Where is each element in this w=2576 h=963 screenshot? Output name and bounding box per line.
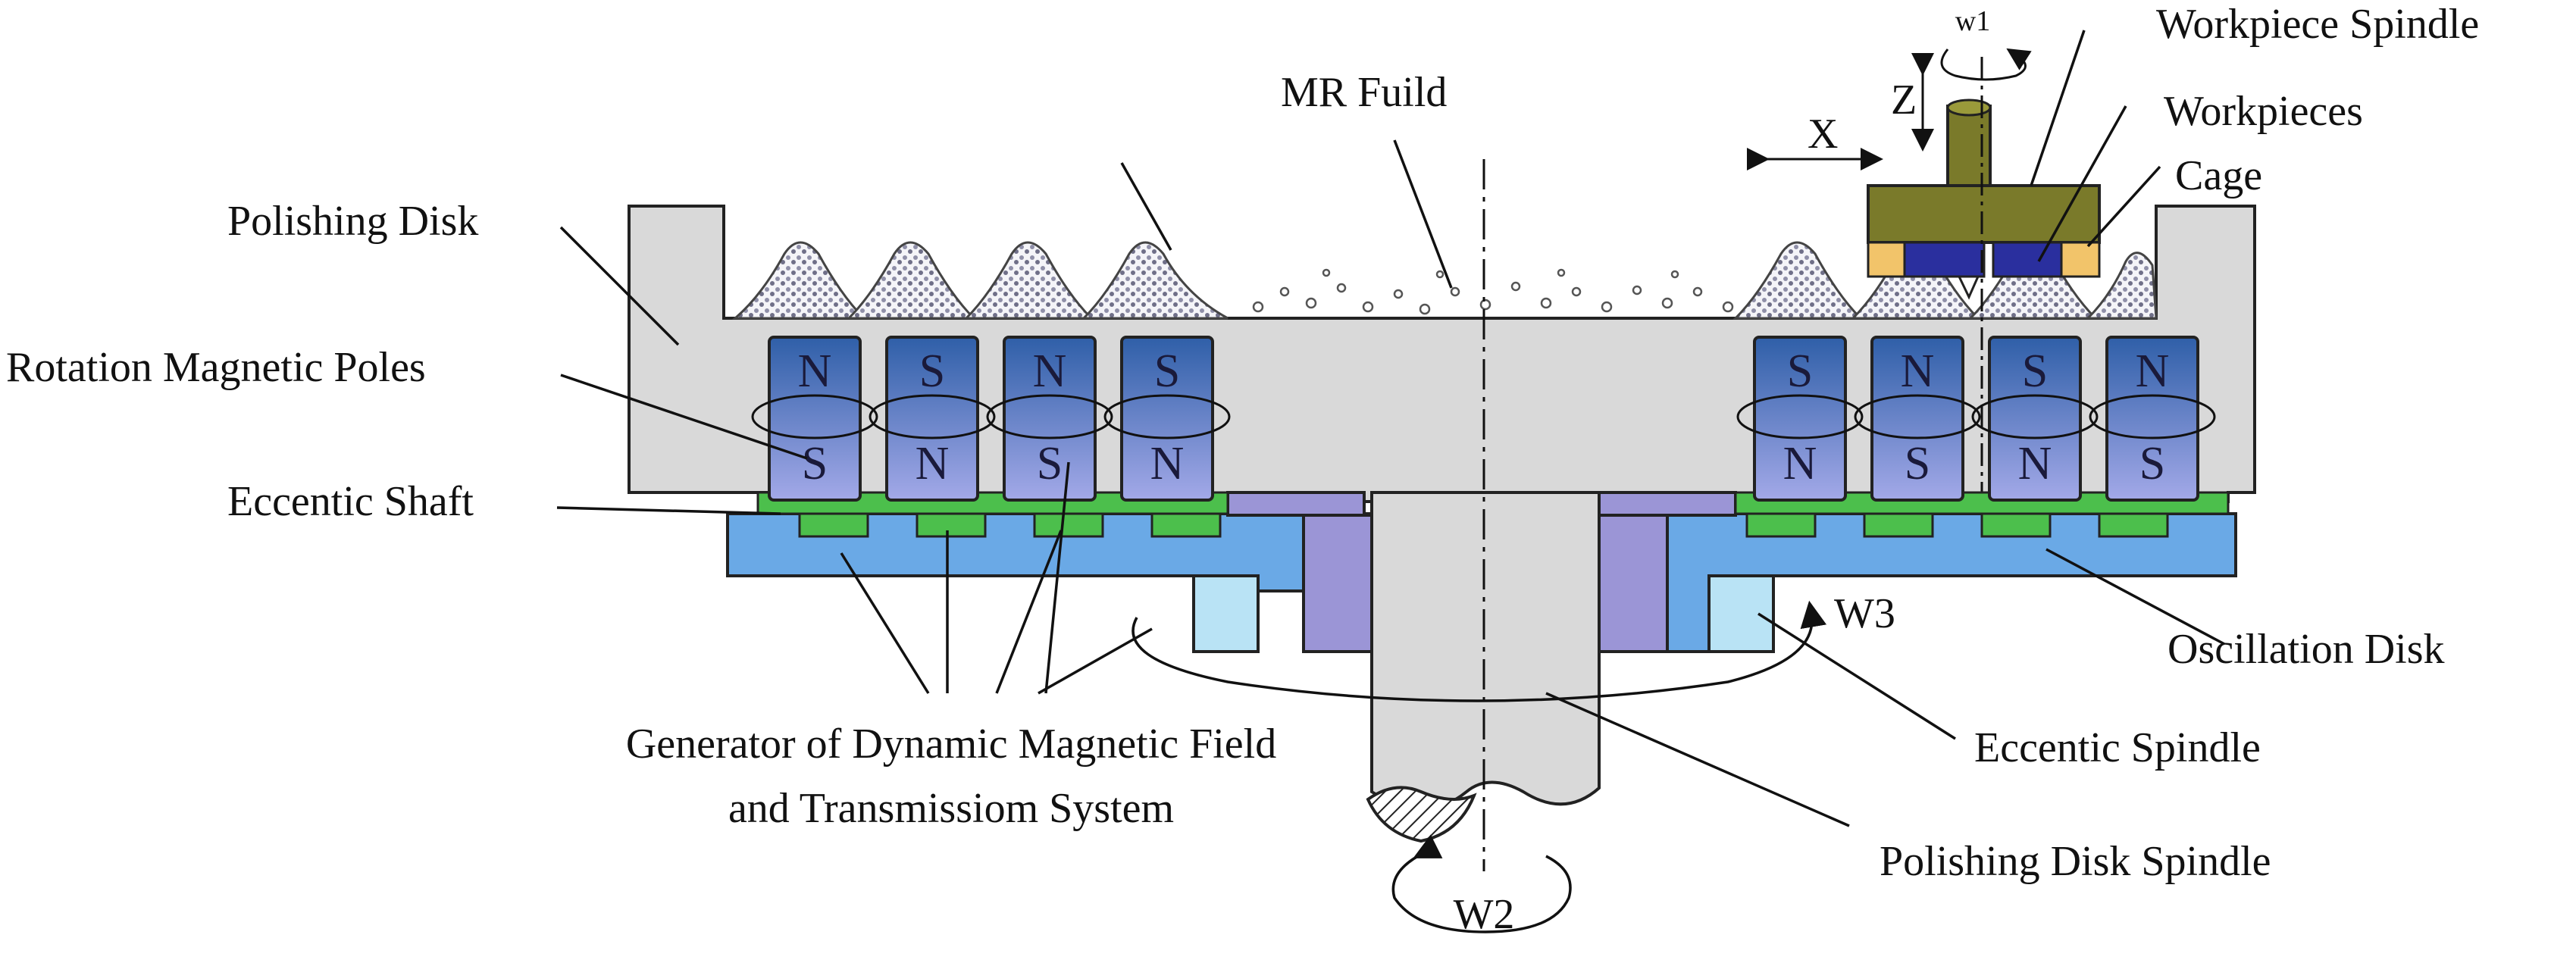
pole-right-1-top: S	[1787, 345, 1813, 397]
mr-fluid-humps-right	[1732, 241, 2158, 320]
leader-lines	[556, 30, 2225, 827]
pole-left-4	[1120, 336, 1214, 502]
label-generator-line1: Generator of Dynamic Magnetic Field	[626, 721, 1276, 768]
label-z: Z	[1891, 77, 1917, 124]
label-x: X	[1808, 111, 1838, 158]
pole-right-4-top: N	[2136, 345, 2170, 397]
label-w2: W2	[1454, 891, 1515, 938]
pole-left-2-bottom: N	[916, 438, 950, 489]
cage-left	[1867, 241, 1906, 278]
pole-left-4-bottom: N	[1150, 438, 1185, 489]
pole-right-2-top: N	[1901, 345, 1935, 397]
label-workpiece-spindle: Workpiece Spindle	[2156, 1, 2479, 48]
w3-rotation-arrow	[1131, 600, 1827, 702]
label-polishing-disk: Polishing Disk	[227, 198, 478, 245]
label-eccentic-spindle: Eccentic Spindle	[1974, 724, 2261, 771]
label-generator-line2: and Transmissiom System	[728, 785, 1174, 832]
pole-right-4-bottom: S	[2139, 438, 2165, 489]
label-workpieces: Workpieces	[2164, 88, 2363, 135]
workpiece-left	[1903, 241, 1986, 278]
polishing-disk-spindle	[1366, 491, 1601, 843]
magnetic-poles-left: N S S N N S S N	[751, 336, 1231, 502]
eccentric-spindle-right	[1707, 574, 1775, 653]
pole-right-1-bottom: N	[1783, 438, 1817, 489]
mr-fluid-humps-left	[731, 241, 1229, 320]
label-oscillation-disk: Oscillation Disk	[2168, 626, 2445, 673]
pole-right-4	[2105, 336, 2199, 502]
pole-right-2	[1870, 336, 1964, 502]
pole-left-1-top: N	[798, 345, 832, 397]
pole-left-1	[768, 336, 862, 502]
pole-right-1	[1753, 336, 1847, 502]
label-eccentic-shaft: Eccentic Shaft	[227, 478, 474, 525]
pole-left-2-top: S	[919, 345, 945, 397]
eccentric-spindle-left	[1192, 574, 1260, 653]
label-mr-fluid: MR Fuild	[1281, 69, 1447, 116]
label-w3: W3	[1834, 590, 1895, 637]
label-rotation-magnetic-poles: Rotation Magnetic Poles	[6, 344, 426, 391]
magnetic-poles-right: S N N S S N N S	[1736, 336, 2216, 502]
w1-rotation-arrow	[1940, 48, 2032, 81]
pole-left-2	[885, 336, 979, 502]
pole-left-3-top: N	[1033, 345, 1067, 397]
label-polishing-disk-spindle: Polishing Disk Spindle	[1880, 838, 2271, 885]
workpiece-spindle	[1867, 98, 2101, 300]
mr-fluid-particles	[1252, 268, 1734, 315]
pole-right-3-bottom: N	[2018, 438, 2052, 489]
pole-right-3-top: S	[2022, 345, 2048, 397]
w2-rotation-arrow	[1391, 834, 1572, 933]
cage-right	[2060, 241, 2101, 278]
pole-left-4-top: S	[1154, 345, 1180, 397]
label-cage: Cage	[2175, 152, 2262, 199]
pole-right-2-bottom: S	[1905, 438, 1930, 489]
pole-left-3-bottom: S	[1037, 438, 1063, 489]
pole-left-3	[1003, 336, 1097, 502]
workpiece-right	[1992, 241, 2063, 278]
pole-left-1-bottom: S	[802, 438, 828, 489]
pole-right-3	[1988, 336, 2082, 502]
label-w1: w1	[1955, 5, 1990, 37]
